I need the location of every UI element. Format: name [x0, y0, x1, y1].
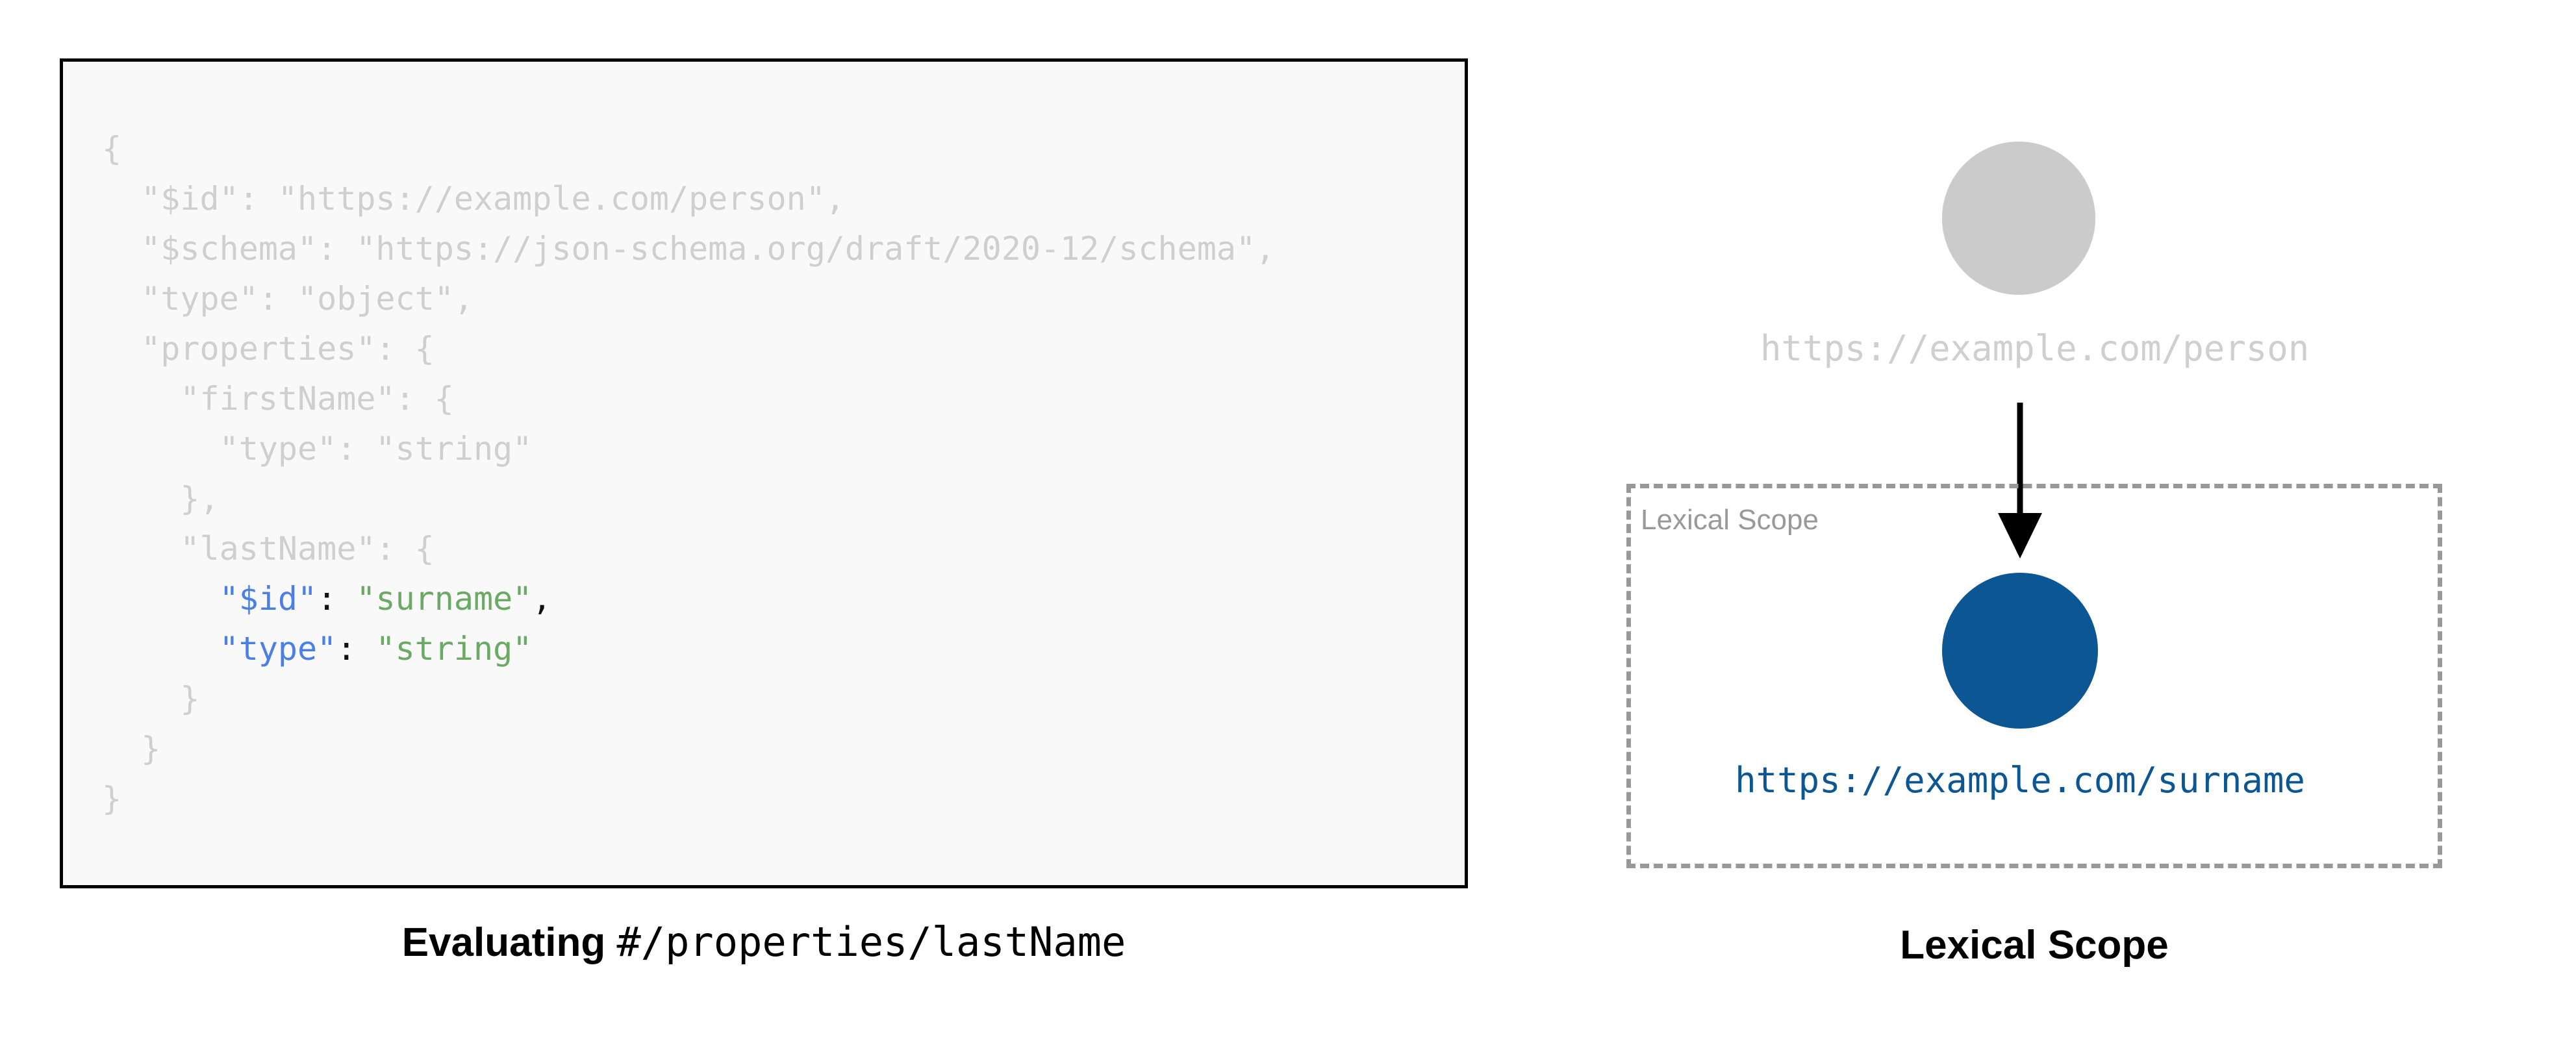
code-line: } [102, 730, 161, 768]
lexical-scope-box [1626, 484, 2442, 868]
code-line: "$id": "https://example.com/person", [102, 180, 845, 218]
code-line: } [102, 780, 122, 818]
code-line: "lastName": { [102, 530, 435, 568]
person-node-label: https://example.com/person [1760, 328, 2310, 369]
lexical-scope-caption: Lexical Scope [1900, 923, 2169, 968]
lexical-scope-box-label: Lexical Scope [1641, 504, 1819, 536]
evaluating-caption-label: Evaluating [401, 920, 606, 965]
code-line: "type": "string" [102, 624, 1275, 674]
code-token-key: "type" [219, 630, 337, 668]
code-line: { [102, 130, 122, 168]
evaluating-caption: Evaluating #/properties/lastName [60, 918, 1468, 966]
code-token-separator: : [317, 580, 357, 618]
code-token-key: "$id" [219, 580, 318, 618]
scope-diagram-panel: https://example.com/person Lexical Scope… [1507, 0, 2576, 1039]
evaluating-caption-pointer: #/properties/lastName [616, 918, 1126, 966]
code-line: "$schema": "https://json-schema.org/draf… [102, 230, 1276, 268]
json-code-listing: { "$id": "https://example.com/person", "… [102, 124, 1275, 824]
json-code-block: { "$id": "https://example.com/person", "… [60, 58, 1468, 888]
surname-node-label: https://example.com/surname [1735, 760, 2305, 801]
code-token-value: "surname" [356, 580, 533, 618]
code-line: "$id": "surname", [102, 574, 1275, 624]
resolution-arrow-icon [1998, 403, 2042, 558]
code-token-separator: : [336, 630, 376, 668]
surname-node-circle [1942, 573, 2098, 729]
code-line: }, [102, 480, 220, 518]
code-token-tail: , [532, 580, 552, 618]
code-line: "type": "object", [102, 280, 474, 318]
code-line: } [102, 680, 200, 718]
code-line: "properties": { [102, 330, 435, 368]
code-line: "firstName": { [102, 380, 454, 418]
code-line: "type": "string" [102, 430, 533, 468]
person-node-circle [1942, 142, 2095, 295]
code-token-value: "string" [375, 630, 533, 668]
code-panel: { "$id": "https://example.com/person", "… [60, 58, 1468, 966]
